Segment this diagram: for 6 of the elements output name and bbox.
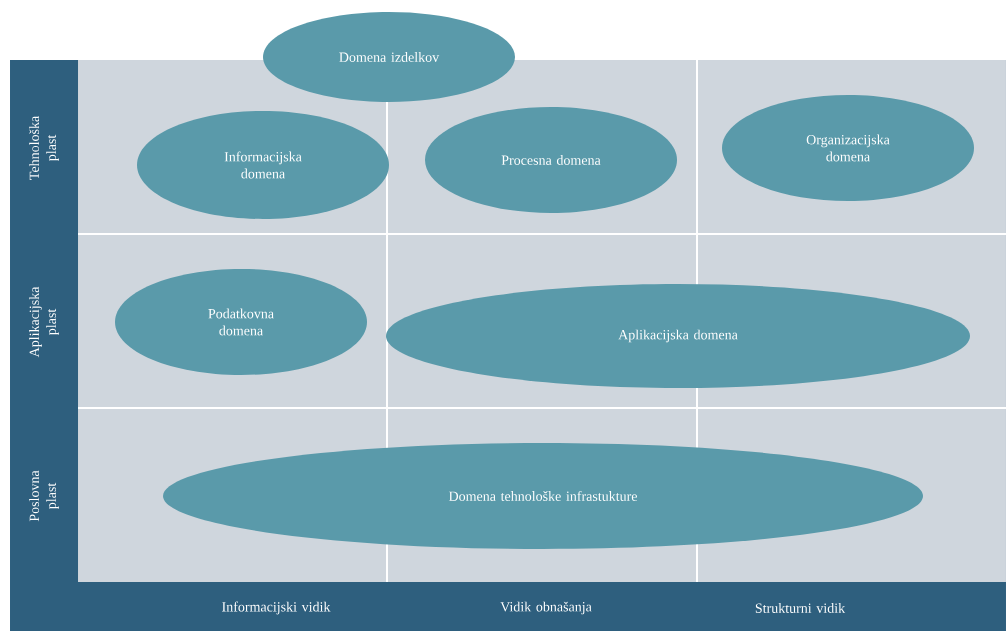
- axis-label: Strukturni vidik: [755, 603, 846, 613]
- axis-label: Tehnološka plast: [29, 116, 59, 180]
- axis-label: Poslovna plast: [29, 470, 59, 522]
- axis-label: Vidik obnašanja: [500, 601, 592, 615]
- axis-label: Aplikacijska plast: [29, 286, 59, 358]
- axis-label: Informacijski vidik: [222, 601, 331, 615]
